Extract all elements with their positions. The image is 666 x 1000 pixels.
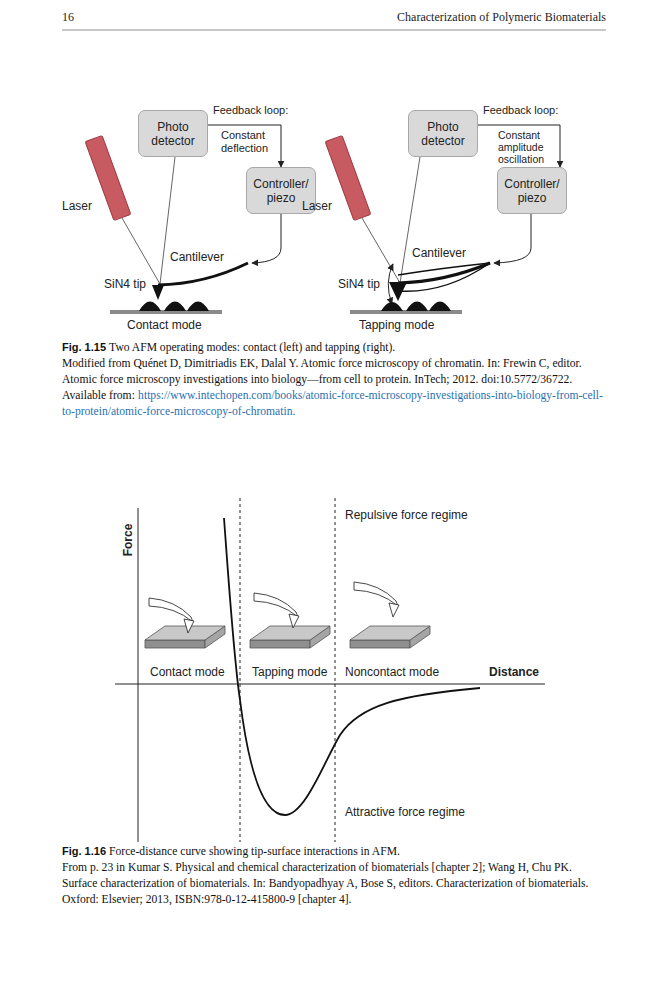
- chart-label: Attractive force regime: [345, 805, 465, 819]
- caption-text: Two AFM operating modes: contact (left) …: [109, 341, 395, 354]
- part-label: Laser: [62, 199, 92, 213]
- part-label: SiN4 tip: [338, 277, 380, 291]
- icon-cantilever: [149, 598, 193, 622]
- regime-divider: [335, 498, 336, 842]
- tip: [152, 285, 164, 300]
- header-rule: [62, 30, 606, 31]
- icon-tip: [184, 619, 194, 633]
- sample-slab-front: [145, 640, 205, 648]
- chart-label: Contact mode: [150, 665, 225, 679]
- running-head: 16: [62, 10, 74, 24]
- chart-label: Repulsive force regime: [345, 508, 468, 522]
- chart-label: Force: [121, 520, 135, 560]
- edge-label: Feedback loop:: [483, 104, 558, 117]
- distance-axis: [115, 684, 545, 685]
- part-label: Cantilever: [412, 246, 466, 260]
- part-label: Cantilever: [170, 250, 224, 264]
- oscillation-arrow: [388, 264, 393, 304]
- part-label: Tapping mode: [359, 318, 434, 332]
- chart-label: Noncontact mode: [345, 665, 439, 679]
- chart-label: Distance: [489, 665, 539, 679]
- sample-slab-front: [350, 640, 410, 648]
- instrument-box: Photo detector: [408, 110, 478, 157]
- caption-paragraph: Modified from Quénet D, Dimitriadis EK, …: [62, 356, 606, 420]
- part-label: SiN4 tip: [104, 277, 146, 291]
- tip: [389, 282, 407, 301]
- laser-beam: [122, 157, 175, 284]
- running-head: Characterization of Polymeric Biomateria…: [397, 10, 606, 24]
- caption-text: Force-distance curve showing tip-surface…: [109, 845, 400, 858]
- source-link: https://www.intechopen.com/books/atomic-…: [62, 389, 603, 418]
- piezo-link: [252, 214, 281, 263]
- feedback-loop-arrow: [478, 125, 560, 167]
- figure-caption: Fig. 1.16Force-distance curve showing ti…: [62, 843, 606, 908]
- caption-paragraph: From p. 23 in Kumar S. Physical and chem…: [62, 860, 606, 908]
- sample-slab-top: [250, 626, 330, 640]
- figure-caption: Fig. 1.15Two AFM operating modes: contac…: [62, 339, 606, 420]
- edge-label: Feedback loop:: [213, 104, 288, 117]
- instrument-box: Photo detector: [138, 110, 208, 157]
- contact-mode-figure: [85, 135, 281, 312]
- force-curve: [224, 518, 480, 815]
- cantilever-lower-position: [398, 263, 490, 291]
- caption-paragraph: Fig. 1.16Force-distance curve showing ti…: [62, 843, 606, 860]
- force-axis: [138, 508, 139, 842]
- caption-paragraph: Fig. 1.15Two AFM operating modes: contac…: [62, 339, 606, 356]
- regime-divider: [240, 498, 241, 842]
- sample-molecules: [381, 302, 451, 312]
- chart-label: Tapping mode: [252, 665, 327, 679]
- part-label: Laser: [302, 199, 332, 213]
- icon-cantilever: [254, 593, 298, 617]
- sample-molecules: [139, 302, 209, 312]
- figure-number: Fig. 1.15: [62, 341, 106, 353]
- cantilever: [398, 263, 490, 283]
- sample-slab-top: [145, 626, 225, 640]
- cantilever-icon: [350, 582, 430, 648]
- part-label: Constant amplitude oscillation: [498, 129, 554, 165]
- part-label: Contact mode: [127, 318, 202, 332]
- instrument-box: Controller/ piezo: [497, 167, 567, 214]
- part-label: Constant deflection: [221, 129, 277, 155]
- icon-tip: [289, 614, 299, 628]
- caption-text: From p. 23 in Kumar S. Physical and chem…: [62, 861, 588, 906]
- laser-beam: [362, 157, 420, 283]
- box-label: Photo detector: [139, 117, 207, 151]
- icon-tip: [389, 603, 399, 617]
- box-label: Controller/ piezo: [498, 174, 566, 208]
- cantilever-icon: [145, 598, 225, 648]
- sample-slab-front: [250, 640, 310, 648]
- icon-cantilever: [354, 582, 398, 606]
- figure-number: Fig. 1.16: [62, 845, 106, 857]
- cantilever-icon: [250, 593, 330, 648]
- force-distance-chart: [115, 498, 545, 842]
- feedback-loop-arrow: [208, 125, 281, 167]
- cantilever: [158, 263, 248, 285]
- piezo-link: [494, 214, 531, 263]
- cantilever-icons: [145, 582, 430, 648]
- box-label: Photo detector: [409, 117, 477, 151]
- sample-slab-top: [350, 626, 430, 640]
